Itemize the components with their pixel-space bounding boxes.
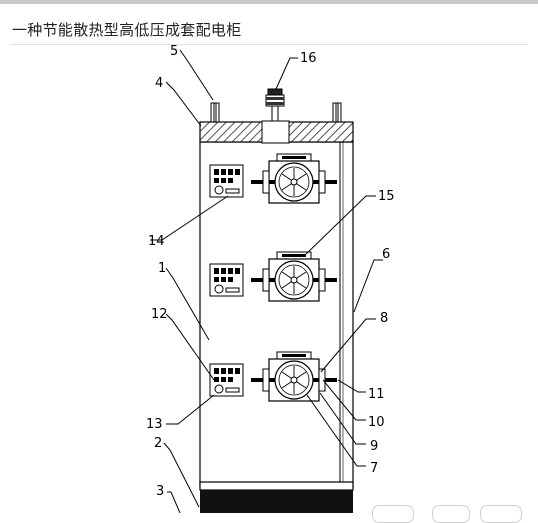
cabinet-base [199, 481, 354, 491]
top-handle-left [210, 102, 220, 123]
fan-assembly-bottom [251, 351, 337, 402]
label-6: 6 [382, 247, 390, 262]
fan-assembly-middle [251, 251, 337, 302]
control-panel-bottom [209, 363, 244, 397]
label-3: 3 [156, 484, 164, 499]
top-handle-right [332, 102, 342, 123]
base-block [200, 490, 353, 513]
label-1: 1 [158, 261, 166, 276]
label-15: 15 [378, 189, 395, 204]
control-panel-top [209, 164, 244, 198]
fan-assembly-top [251, 153, 337, 204]
toolbar-button-1[interactable] [372, 505, 414, 523]
label-4: 4 [155, 76, 163, 91]
title-underline [10, 44, 528, 45]
top-fan-unit [265, 88, 285, 122]
toolbar-button-2[interactable] [432, 505, 470, 523]
top-divider [0, 0, 538, 4]
toolbar-button-3[interactable] [480, 505, 522, 523]
label-2: 2 [154, 436, 162, 451]
label-5: 5 [170, 44, 178, 59]
label-12: 12 [151, 307, 168, 322]
page-title: 一种节能散热型高低压成套配电柜 [12, 21, 242, 39]
control-panel-middle [209, 263, 244, 297]
label-8: 8 [380, 311, 388, 326]
label-13: 13 [146, 417, 163, 432]
label-10: 10 [368, 415, 385, 430]
label-11: 11 [368, 387, 385, 402]
leader-lines [150, 49, 383, 513]
label-14: 14 [148, 234, 165, 249]
label-9: 9 [370, 439, 378, 454]
label-7: 7 [370, 461, 378, 476]
label-16: 16 [300, 51, 317, 66]
